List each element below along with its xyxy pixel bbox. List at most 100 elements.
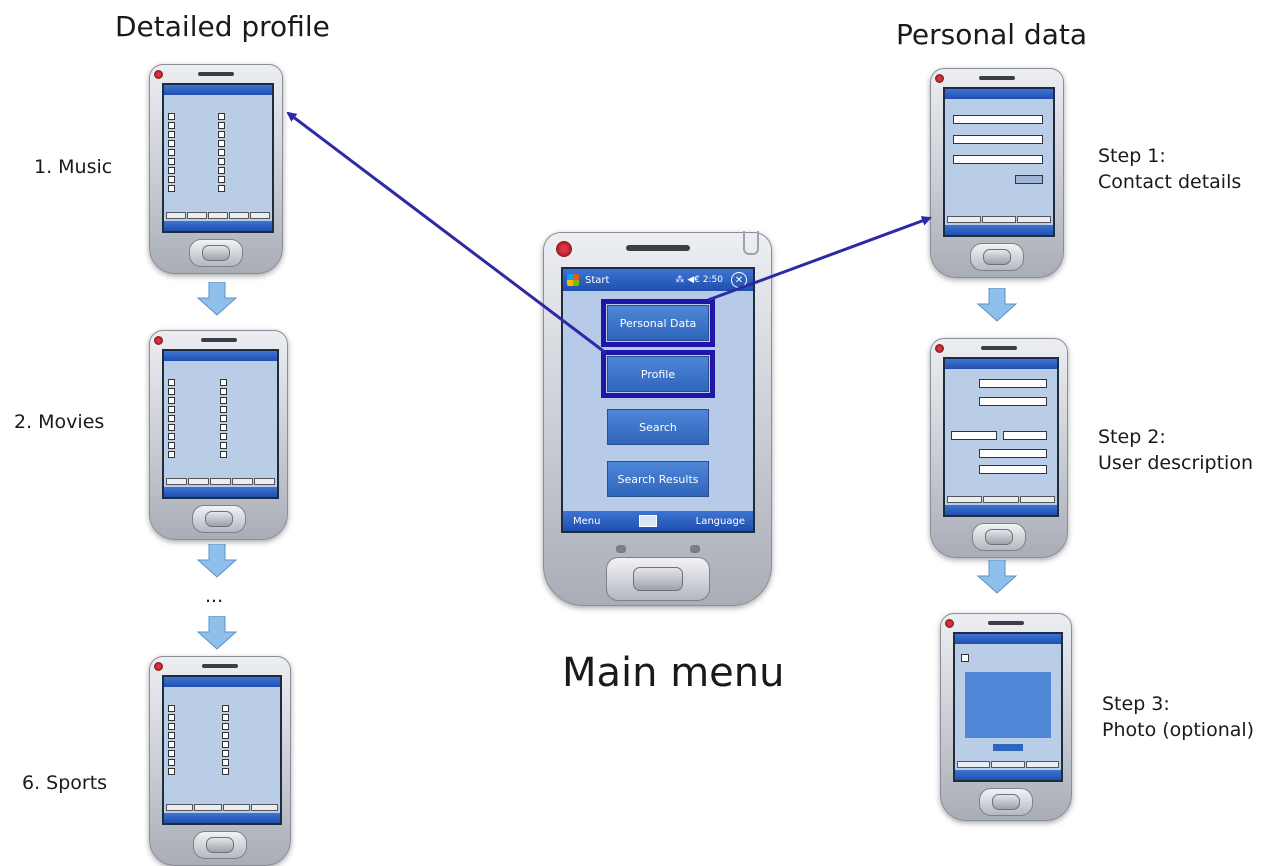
movies-pda [149,330,288,540]
movies-titlebar [164,351,277,361]
arrow-to-detailed-profile [286,111,607,355]
right-down-arrow-2 [976,560,1018,594]
photo-titlebar [955,634,1061,644]
music-tabs [166,212,270,219]
description-menubar [945,505,1057,515]
contacts-key-icon[interactable] [690,545,700,553]
keyboard-icon[interactable] [639,515,658,527]
main-menu-title: Main menu [562,650,785,696]
step2-number: Step 2: [1098,426,1166,448]
movies-tabs [166,478,275,485]
search-button[interactable]: Search [607,409,709,445]
step3-label: Step 3: Photo (optional) [1102,691,1254,743]
language-softkey[interactable]: Language [695,515,745,527]
movies-menubar [164,487,277,497]
sports-titlebar [164,677,280,687]
dpad-icon [189,239,243,267]
movies-screen [162,349,279,499]
detailed-profile-title: Detailed profile [115,10,330,43]
step3-number: Step 3: [1102,693,1170,715]
speaker-icon [202,664,238,668]
music-screen [162,83,274,233]
speaker-icon [198,72,234,76]
main-titlebar: Start ⁂ ◀€ 2:50 ✕ [563,269,753,291]
speaker-icon [981,346,1017,350]
contact-menubar [945,225,1053,235]
menu-softkey[interactable]: Menu [573,515,601,527]
personal-data-title: Personal data [896,18,1087,51]
photo-placeholder [965,672,1051,738]
step3-description: Photo (optional) [1102,719,1255,741]
sports-label: 6. Sports [22,772,108,794]
left-down-arrow-3 [196,616,238,650]
user-description-screen [943,357,1059,517]
photo-browse-button [993,744,1023,751]
photo-checkbox [961,654,969,662]
start-title[interactable]: Start [585,274,610,286]
main-menu-pda: Start ⁂ ◀€ 2:50 ✕ Personal Data Profile … [543,231,772,606]
movies-label: 2. Movies [14,411,105,433]
speaker-icon [979,76,1015,80]
music-label: 1. Music [34,156,113,178]
status-icons: ⁂ ◀€ 2:50 [675,275,723,285]
contact-details-screen [943,87,1055,237]
name-field [953,115,1043,124]
country-field [953,155,1043,164]
speaker-icon [625,245,690,251]
left-down-arrow-2 [196,544,238,578]
dpad-icon [979,788,1033,816]
photo-menubar [955,770,1061,780]
user-description-pda [930,338,1068,558]
power-led-icon [935,74,944,83]
type-field [979,449,1047,458]
music-titlebar [164,85,272,95]
sports-checkbox-grid [168,705,272,776]
calendar-key-icon[interactable] [616,545,626,553]
description-tabs [947,496,1055,503]
step2-label: Step 2: User description [1098,424,1253,476]
music-pda [149,64,283,274]
left-down-arrow-1 [196,282,238,316]
speaker-icon [988,621,1024,625]
contact-details-pda [930,68,1064,278]
photo-screen [953,632,1063,782]
step2-description: User description [1098,452,1253,474]
dpad-icon [193,831,247,859]
dpad-icon[interactable] [605,557,710,601]
right-down-arrow-1 [976,288,1018,322]
dpad-icon [191,505,246,533]
photo-tabs [957,761,1059,768]
music-checkbox-grid [168,113,264,193]
sports-menubar [164,813,280,823]
music-menubar [164,221,272,231]
windows-flag-icon [567,274,579,286]
personal-data-button[interactable]: Personal Data [601,299,715,347]
profile-button[interactable]: Profile [601,350,715,398]
speaker-icon [200,338,237,342]
looking-for-field [979,397,1047,406]
from-field [951,431,997,440]
city-field [953,135,1043,144]
sports-pda [149,656,291,866]
power-led-icon [154,336,163,345]
style-field [979,465,1047,474]
main-screen: Start ⁂ ◀€ 2:50 ✕ Personal Data Profile … [561,267,755,533]
sports-screen [162,675,282,825]
photo-pda [940,613,1072,821]
ellipsis-label: ... [205,585,224,607]
step1-description: Contact details [1098,171,1242,193]
stylus-slot [743,231,759,255]
power-led-icon [154,70,163,79]
power-led-icon [556,241,572,257]
step1-label: Step 1: Contact details [1098,143,1241,195]
description-titlebar [945,359,1057,369]
power-led-icon [935,344,944,353]
to-field [1003,431,1047,440]
height-field [979,379,1047,388]
step1-number: Step 1: [1098,145,1166,167]
dpad-icon [970,243,1024,271]
contact-tabs [947,216,1051,223]
search-results-button[interactable]: Search Results [607,461,709,497]
arrow-to-personal-data [707,216,932,302]
